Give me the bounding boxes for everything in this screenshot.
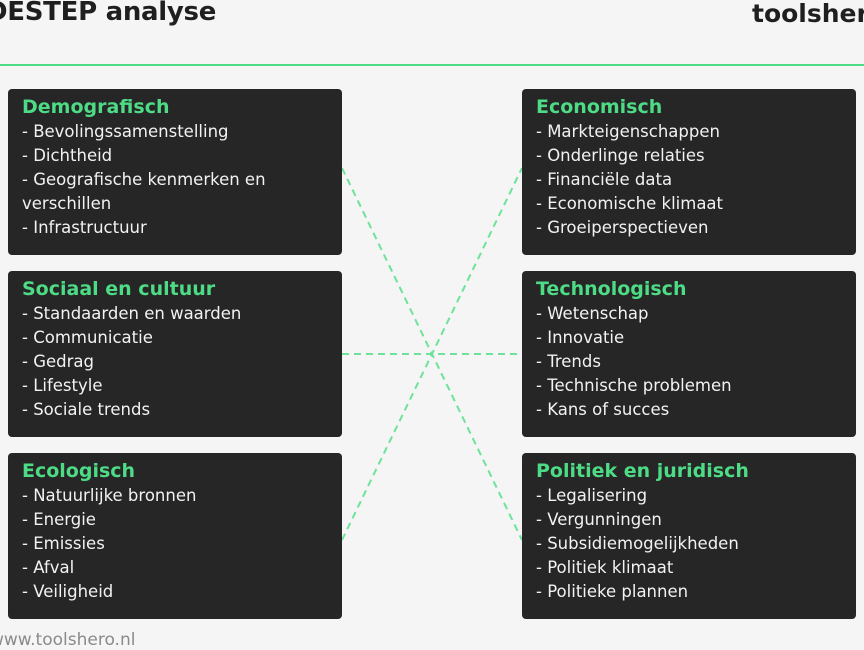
box-item: - Standaarden en waarden xyxy=(22,304,242,323)
brand-logo: toolshero xyxy=(752,0,864,28)
box-item: - Economische klimaat xyxy=(536,194,724,213)
box-item: - Communicatie xyxy=(22,328,153,347)
page-title: DESTEP analyse xyxy=(0,0,217,27)
box-item: - Emissies xyxy=(22,534,105,553)
box-item: - Groeiperspectieven xyxy=(536,218,709,237)
box-title: Ecologisch xyxy=(22,460,136,482)
box-title: Demografisch xyxy=(22,96,170,118)
box-item: - Innovatie xyxy=(536,328,625,347)
box-item: - Afval xyxy=(22,558,75,577)
box-item: - Sociale trends xyxy=(22,400,151,419)
box-item: - Trends xyxy=(536,352,601,371)
box-item: - Politieke plannen xyxy=(536,582,689,601)
box-item: - Dichtheid xyxy=(22,146,113,165)
box-title: Politiek en juridisch xyxy=(536,460,749,482)
box-item: - Vergunningen xyxy=(536,510,662,529)
box-item: - Kans of succes xyxy=(536,400,670,419)
box-economisch: Economisch - Markteigenschappen - Onderl… xyxy=(522,89,856,255)
box-ecologisch: Ecologisch - Natuurlijke bronnen - Energ… xyxy=(8,453,342,619)
box-item: - Politiek klimaat xyxy=(536,558,674,577)
box-item: - Natuurlijke bronnen xyxy=(22,486,197,505)
box-demografisch: Demografisch - Bevolingssamenstelling - … xyxy=(8,89,342,255)
box-item: - Infrastructuur xyxy=(22,218,147,237)
box-item: - Markteigenschappen xyxy=(536,122,720,141)
box-item: - Legalisering xyxy=(536,486,648,505)
box-item: - Gedrag xyxy=(22,352,94,371)
box-item: - Subsidiemogelijkheden xyxy=(536,534,739,553)
box-item: - Wetenschap xyxy=(536,304,649,323)
box-item: - Lifestyle xyxy=(22,376,103,395)
box-technologisch: Technologisch - Wetenschap - Innovatie -… xyxy=(522,271,856,437)
box-item: - Bevolingssamenstelling xyxy=(22,122,229,141)
box-politiek-en-juridisch: Politiek en juridisch - Legalisering - V… xyxy=(522,453,856,619)
header-divider xyxy=(0,64,864,66)
box-sociaal-en-cultuur: Sociaal en cultuur - Standaarden en waar… xyxy=(8,271,342,437)
box-item: - Energie xyxy=(22,510,96,529)
box-title: Economisch xyxy=(536,96,663,118)
box-item: - Financiële data xyxy=(536,170,673,189)
box-item: - Geografische kenmerken en verschillen xyxy=(22,170,266,213)
box-item: - Technische problemen xyxy=(536,376,732,395)
footer-url: www.toolshero.nl xyxy=(0,630,136,650)
box-item: - Veiligheid xyxy=(22,582,114,601)
box-title: Technologisch xyxy=(536,278,687,300)
box-item: - Onderlinge relaties xyxy=(536,146,705,165)
box-title: Sociaal en cultuur xyxy=(22,278,216,300)
